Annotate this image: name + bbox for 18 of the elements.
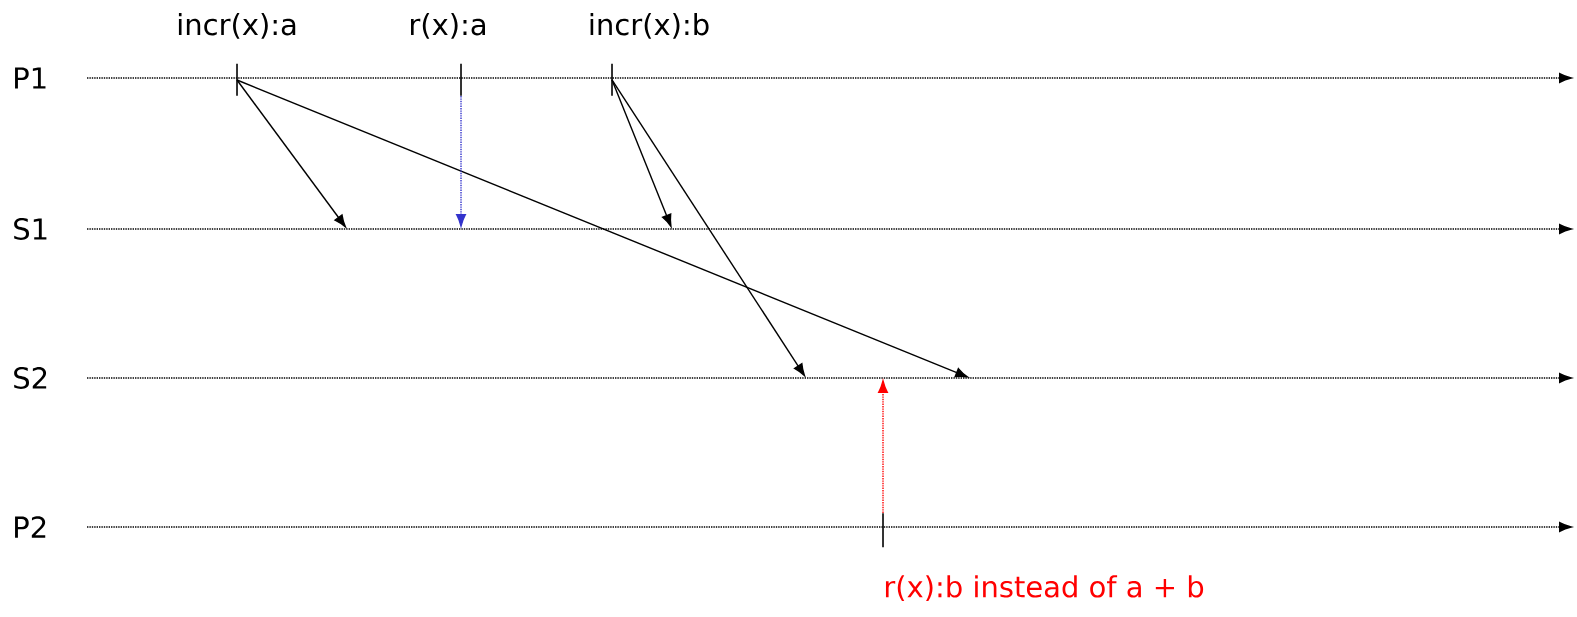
event-label: incr(x):a [178, 12, 296, 97]
timeline-arrow [86, 73, 1572, 83]
timeline-arrow [86, 224, 1572, 234]
message-arrow [611, 79, 672, 227]
lane-label: P2 [15, 516, 46, 538]
lane-label: S2 [14, 367, 47, 389]
lane-label: S1 [14, 218, 47, 240]
timeline-arrow [86, 522, 1572, 532]
message-arrow [456, 95, 466, 227]
message-arrow [878, 380, 888, 514]
event-label: r(x):b instead of a + b [882, 512, 1204, 601]
message-arrow [611, 79, 806, 377]
message-arrow [236, 79, 346, 228]
lane-label: P1 [15, 67, 46, 89]
event-label: r(x):a [411, 12, 485, 97]
event-label: incr(x):b [590, 12, 709, 97]
timeline-arrow [86, 373, 1572, 383]
message-arrow [236, 79, 968, 378]
